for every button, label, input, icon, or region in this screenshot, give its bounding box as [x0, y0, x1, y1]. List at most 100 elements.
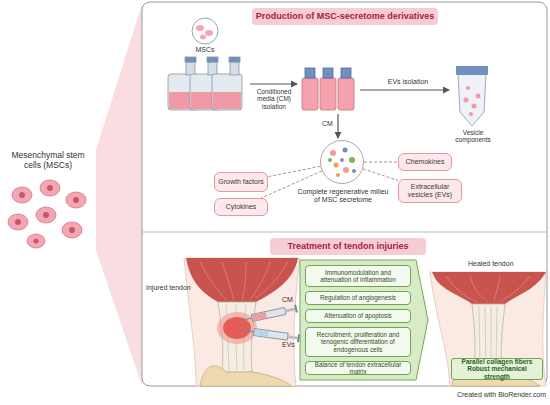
msc-cells	[15, 185, 79, 244]
syringe	[254, 329, 269, 337]
node-text: Parallel collagen fibers Robust mechanic…	[455, 358, 539, 380]
main-panel	[142, 2, 547, 386]
secretome-dots	[336, 173, 340, 177]
mechanism-box: Balance of tendon extracellular matrix	[305, 361, 411, 375]
msc-cells	[12, 187, 32, 203]
injured-tendon-illustration	[200, 366, 292, 386]
credit-note: Created with BioRender.com	[420, 391, 546, 399]
msc-cells	[73, 197, 79, 203]
culture-flasks	[212, 74, 242, 110]
syringe	[240, 318, 252, 320]
media-bottles	[320, 78, 336, 110]
node-text: Mesenchymal stem cells (MSCs)	[5, 151, 91, 170]
injured-tendon-illustration	[200, 262, 288, 300]
node-text: Balance of tendon extracellular matrix	[309, 361, 407, 375]
secretome-dots	[340, 158, 344, 162]
step-label: EVs isolation	[378, 78, 438, 86]
healed-tendon-illustration	[446, 276, 530, 302]
node-text: Extracellular vesicles (EVs)	[402, 183, 458, 199]
healed-tendon-illustration	[430, 272, 546, 386]
syringe	[287, 335, 297, 339]
node-text: Treatment of tendon injuries	[287, 241, 408, 251]
vesicle-tube	[456, 66, 488, 75]
msc-cells	[62, 222, 82, 238]
secretome-dots	[343, 148, 348, 153]
secretome-dots	[328, 158, 332, 162]
culture-dish	[192, 18, 218, 44]
msc-cells	[34, 239, 39, 244]
section-divider	[142, 232, 547, 233]
injured-tendon-illustration	[184, 258, 300, 386]
secretome-dots	[328, 148, 356, 178]
syringe	[294, 305, 298, 313]
msc-cells	[27, 234, 45, 248]
step-label: Conditioned media (CM) isolation	[248, 88, 300, 110]
culture-dish	[200, 35, 206, 40]
secretome-dots	[352, 169, 356, 173]
msc-cells	[40, 180, 60, 196]
syringe	[239, 305, 300, 343]
illustration-label: Healed tendon	[468, 260, 538, 268]
cell-wedge	[96, 4, 142, 386]
msc-cells	[15, 219, 21, 225]
dashed-connector	[363, 169, 398, 181]
culture-flasks	[186, 62, 195, 75]
media-bottles	[341, 68, 351, 78]
mechanism-panel	[300, 260, 428, 380]
vesicle-tube	[469, 112, 473, 116]
culture-flasks	[207, 57, 218, 62]
culture-dish	[192, 18, 218, 44]
secretome-component: Growth factors	[214, 172, 268, 192]
cell-label: MSCs	[190, 46, 220, 54]
process-arrow	[250, 83, 297, 84]
outcome-box: Parallel collagen fibers Robust mechanic…	[451, 358, 543, 380]
syringe	[239, 305, 297, 325]
mechanism-box: Attenuation of apoptosis	[305, 309, 411, 323]
msc-cells	[36, 207, 56, 223]
node-text: Immunomodulation and attenuation of infl…	[309, 269, 407, 283]
main-panel	[142, 2, 547, 386]
dashed-connector	[364, 162, 398, 163]
mechanism-box: Immunomodulation and attenuation of infl…	[305, 265, 411, 287]
msc-cells	[19, 192, 25, 198]
syringe	[242, 330, 254, 332]
msc-cells	[66, 192, 86, 208]
healed-tendon-illustration	[430, 272, 546, 386]
dashed-connector	[261, 171, 322, 198]
msc-cells	[43, 212, 49, 218]
culture-flasks	[168, 57, 242, 110]
media-bottles	[302, 68, 354, 110]
product-label: Vesicle components	[446, 129, 500, 144]
product-label: CM	[322, 120, 338, 128]
culture-dish	[196, 25, 204, 31]
media-bottles	[338, 78, 354, 110]
culture-flasks	[213, 92, 241, 109]
mechanism-box: Recruitment, proliferation and tenogenic…	[305, 327, 411, 357]
vesicle-tube	[472, 104, 477, 109]
secretome-dots	[334, 163, 339, 168]
process-arrow	[360, 89, 449, 90]
dashed-connector	[268, 166, 320, 176]
injured-tendon-illustration	[184, 258, 300, 386]
msc-cells	[8, 214, 28, 230]
injured-tendon-illustration	[186, 258, 298, 302]
media-bottles	[305, 68, 315, 78]
vesicle-tube	[476, 94, 481, 99]
media-bottles	[323, 68, 333, 78]
culture-flasks	[229, 57, 240, 62]
section-banner: Production of MSC-secretome derivatives	[252, 8, 438, 25]
syringe	[285, 307, 295, 312]
secretome-component: Cytokines	[214, 198, 268, 216]
node-text: Cytokines	[226, 203, 257, 211]
mechanism-box: Regulation of angiogenesis	[305, 291, 411, 305]
culture-flasks	[208, 62, 217, 75]
mechanism-panel	[300, 260, 428, 380]
healed-tendon-illustration	[432, 272, 546, 304]
secretome-dots	[330, 150, 336, 156]
source-region: Mesenchymal stem cells (MSCs)	[2, 146, 94, 176]
secretome-component: Extracellular vesicles (EVs)	[398, 179, 462, 203]
process-arrow	[337, 114, 338, 138]
